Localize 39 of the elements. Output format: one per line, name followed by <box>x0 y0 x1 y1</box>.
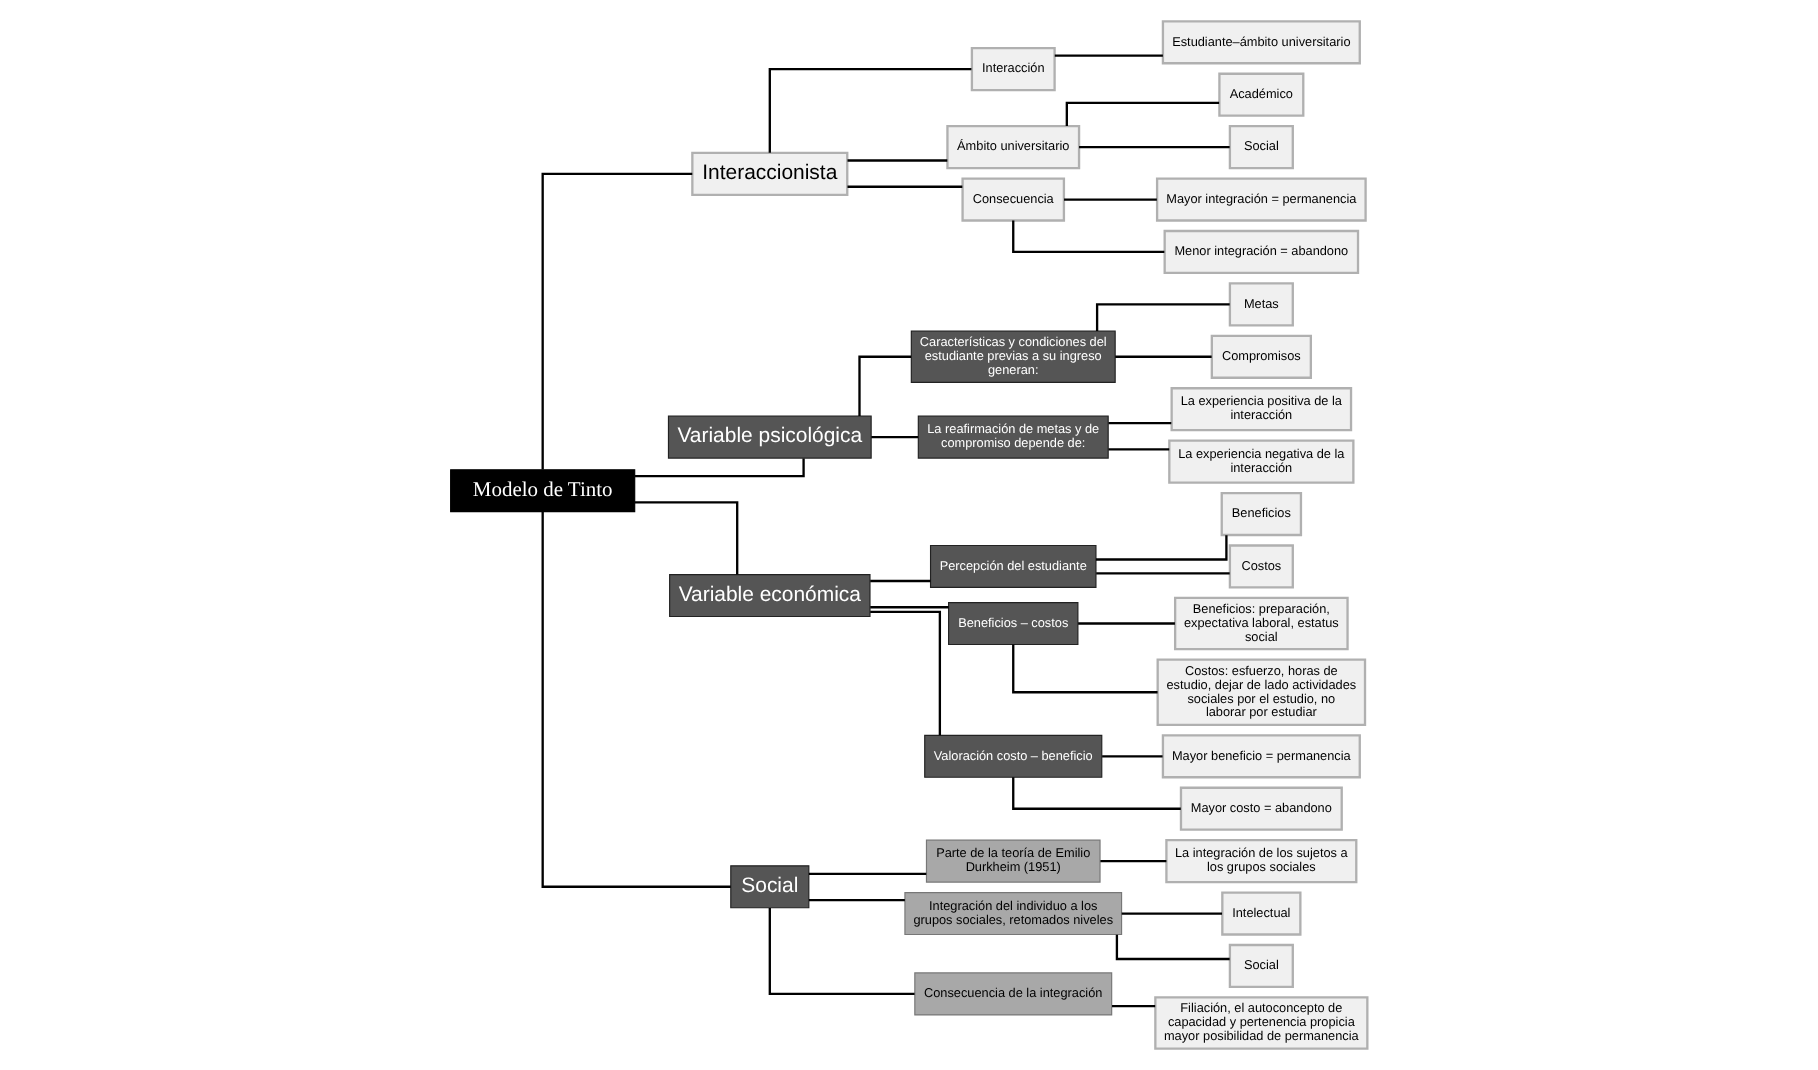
connector <box>870 610 942 736</box>
connector <box>1100 859 1167 863</box>
connector <box>768 67 972 153</box>
node-box: Social <box>730 865 810 909</box>
connector <box>634 501 739 575</box>
connector <box>1095 535 1228 561</box>
node-box: Variable económica <box>669 574 871 618</box>
connector <box>1012 644 1158 694</box>
connector <box>1078 622 1175 625</box>
connector <box>1012 777 1181 810</box>
connector <box>847 185 963 188</box>
connector <box>1079 145 1230 149</box>
connector <box>768 907 915 996</box>
connector <box>635 458 805 478</box>
connector <box>541 512 731 888</box>
connector <box>1064 198 1157 201</box>
connector <box>1121 912 1223 915</box>
connector <box>808 899 905 902</box>
connector <box>1096 572 1230 575</box>
node-box: Interaccionista <box>691 151 849 197</box>
connector <box>808 872 927 876</box>
connector <box>1065 101 1220 127</box>
node-box: Modelo de Tinto <box>450 469 636 513</box>
connector <box>1054 54 1163 57</box>
connector <box>1112 1005 1156 1008</box>
connector <box>1115 934 1230 961</box>
connector <box>1108 448 1170 451</box>
connector <box>1102 755 1163 758</box>
node-box: Variable psicológica <box>667 415 872 459</box>
connector <box>541 172 693 470</box>
connector <box>870 606 949 609</box>
connector <box>1095 303 1230 331</box>
connector <box>870 579 931 583</box>
connector <box>871 436 919 439</box>
connector <box>847 159 948 162</box>
connector <box>1012 220 1165 254</box>
connector <box>858 355 912 417</box>
connector <box>1108 422 1172 425</box>
connector <box>1115 355 1212 358</box>
